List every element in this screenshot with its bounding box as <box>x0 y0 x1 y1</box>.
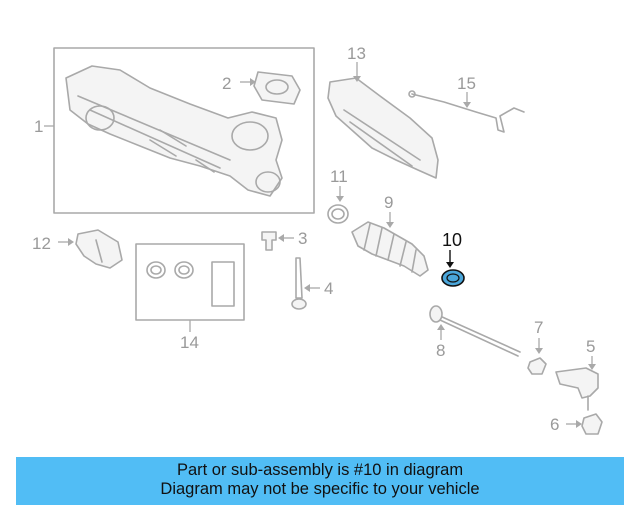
callout-2: 2 <box>222 74 231 93</box>
callout-1: 1 <box>34 117 43 136</box>
callout-13: 13 <box>347 44 366 63</box>
info-banner: Part or sub-assembly is #10 in diagram D… <box>16 457 624 505</box>
callout-7: 7 <box>534 318 543 337</box>
part-12-bracket: 12 <box>32 229 123 269</box>
part-13-heat-shield: 13 <box>327 44 439 179</box>
callout-12: 12 <box>32 234 51 253</box>
part-11-clamp: 11 <box>327 167 349 224</box>
part-14-frame <box>135 243 245 321</box>
callout-3: 3 <box>298 229 307 248</box>
part-6-nut: 6 <box>550 413 603 435</box>
part-9-boot: 9 <box>351 193 429 277</box>
part-8-tie-rod: 8 <box>429 305 521 360</box>
part-5-tie-rod-end: 5 <box>555 337 599 411</box>
callout-10: 10 <box>442 230 462 250</box>
banner-line-1: Part or sub-assembly is #10 in diagram <box>176 461 464 479</box>
part-10-clamp-highlighted: 10 <box>441 230 465 287</box>
part-1-frame <box>53 47 315 214</box>
part-15-tube: 15 <box>408 74 525 133</box>
part-4-long-bolt: 4 <box>291 257 333 310</box>
callout-14: 14 <box>180 333 199 352</box>
part-3-bolt: 3 <box>261 229 307 251</box>
part-7-nut: 7 <box>527 318 547 375</box>
parts-diagram: 1 2 13 15 11 9 <box>32 44 603 435</box>
callout-11: 11 <box>330 167 348 186</box>
part-14-clamp-kit: 14 <box>135 243 245 352</box>
callout-8: 8 <box>436 341 445 360</box>
callout-6: 6 <box>550 415 559 434</box>
part-2-mount-bushing: 2 <box>222 71 301 105</box>
callout-4: 4 <box>324 279 333 298</box>
part-1-steering-gear: 1 <box>34 47 315 214</box>
callout-9: 9 <box>384 193 393 212</box>
gear-body <box>65 65 283 197</box>
callout-5: 5 <box>586 337 595 356</box>
banner-line-2: Diagram may not be specific to your vehi… <box>160 480 480 498</box>
callout-15: 15 <box>457 74 476 93</box>
